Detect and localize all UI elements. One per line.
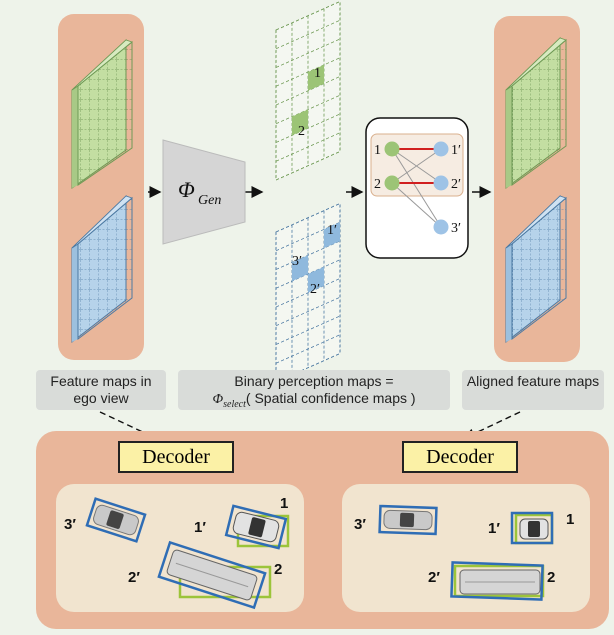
scene-left-label-2: 2 <box>274 561 282 578</box>
decoder-left: Decoder <box>118 441 234 473</box>
matching-highlight <box>370 133 464 197</box>
node-right-2p-label: 2′ <box>451 177 461 192</box>
blue-cell-3p-label: 3′ <box>292 254 302 269</box>
scene-right-label-2: 2 <box>547 569 555 586</box>
green-perception-map <box>275 0 341 181</box>
scene-left-car-3 <box>85 497 147 543</box>
node-left-2 <box>384 175 400 191</box>
blue-perception-map <box>275 202 341 383</box>
decoder-right: Decoder <box>402 441 518 473</box>
caption-phi: Φ <box>212 392 224 407</box>
scene-right-car-3 <box>378 504 438 536</box>
blue-cell-2p <box>308 266 324 293</box>
node-left-2-label: 2 <box>374 177 381 192</box>
dashed-arrow-left <box>99 411 164 442</box>
blue-cell-2p-label: 2′ <box>310 282 320 297</box>
generator-block <box>162 139 246 245</box>
ego-green-feature-map <box>71 38 133 189</box>
candidate-edges <box>391 148 442 228</box>
scene-right-label-2p: 2′ <box>428 569 440 586</box>
caption-phi-sub: select <box>223 398 246 410</box>
node-left-1-label: 1 <box>374 143 381 158</box>
scene-right-car-1 <box>510 511 554 545</box>
scene-left-label-3p: 3′ <box>64 516 76 533</box>
node-right-3p <box>433 219 449 235</box>
caption-binary-line2-wrap: Φselect( Spatial confidence maps ) <box>182 390 446 413</box>
blue-cell-1p-label: 1′ <box>327 223 337 238</box>
node-right-3p-label: 3′ <box>451 221 461 236</box>
node-left-1 <box>384 141 400 157</box>
node-right-1p <box>433 141 449 157</box>
caption-ego-view: Feature maps in ego view <box>36 370 166 410</box>
scene-right-label-1p: 1′ <box>488 520 500 537</box>
scene-left-label-1: 1 <box>280 495 288 512</box>
scene-left-car-1 <box>224 504 290 550</box>
caption-aligned: Aligned feature maps <box>462 370 604 410</box>
aligned-green-feature-map <box>505 36 567 189</box>
scene-right-label-1: 1 <box>566 511 574 528</box>
green-cell-1-label: 1 <box>314 66 321 81</box>
caption-binary-line1: Binary perception maps = <box>234 373 394 389</box>
generator-subscript: Gen <box>198 193 221 208</box>
scene-right-label-3p: 3′ <box>354 516 366 533</box>
scene-left-label-1p: 1′ <box>194 519 206 536</box>
scene-left-bus-2 <box>157 540 272 610</box>
scene-right-bus-2 <box>450 561 545 601</box>
node-right-2p <box>433 175 449 191</box>
ego-blue-feature-map <box>71 194 133 344</box>
green-cell-2-label: 2 <box>298 124 305 139</box>
caption-binary-maps: Binary perception maps = Φselect( Spatia… <box>178 370 450 410</box>
blue-cell-3p <box>292 255 308 282</box>
caption-binary-line2: ( Spatial confidence maps ) <box>245 390 416 406</box>
node-right-1p-label: 1′ <box>451 143 461 158</box>
blue-cell-1p <box>324 222 340 249</box>
scene-left-label-2p: 2′ <box>128 569 140 586</box>
generator-symbol: Φ <box>178 177 195 202</box>
green-cell-2 <box>292 109 308 136</box>
aligned-blue-feature-map <box>505 194 567 344</box>
green-cell-1 <box>308 64 324 91</box>
